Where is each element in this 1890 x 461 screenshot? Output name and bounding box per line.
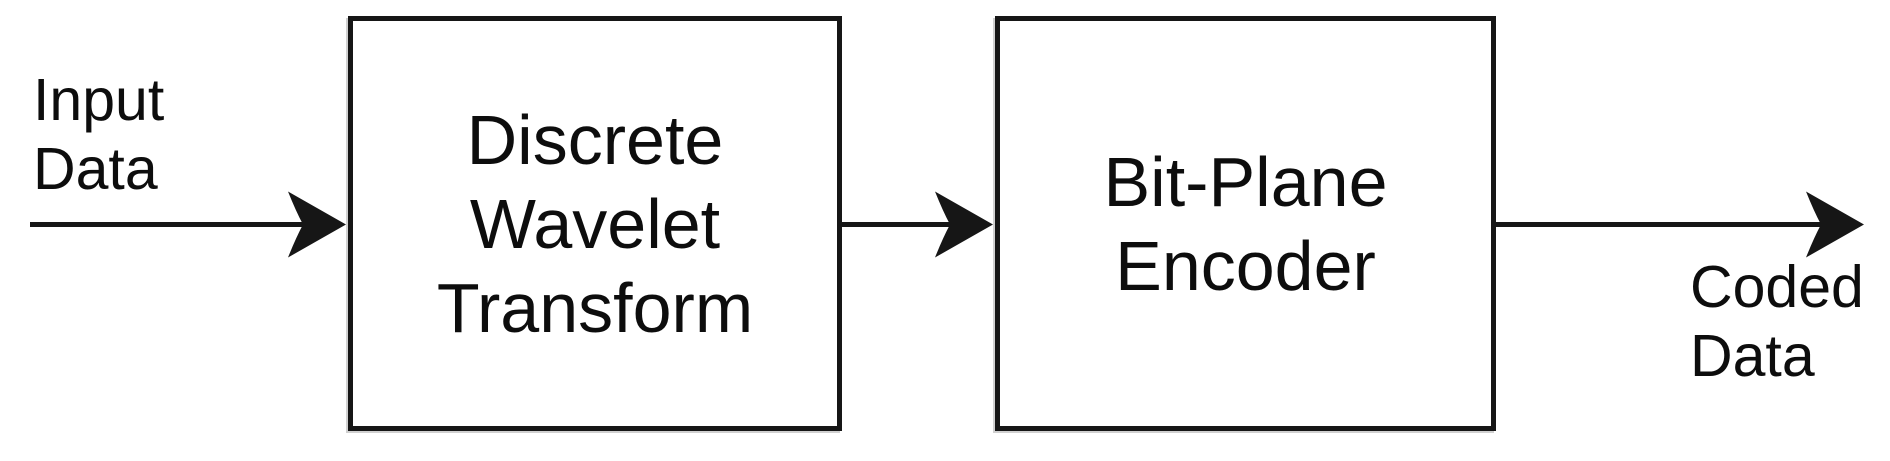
arrowhead-icon <box>1806 191 1864 258</box>
bpe-line2: Encoder <box>1115 226 1376 305</box>
arrowhead-icon <box>935 191 993 258</box>
dwt-line2: Wavelet <box>469 184 721 263</box>
arrow-input-to-dwt <box>30 191 346 258</box>
dwt-line3: Transform <box>436 268 754 347</box>
arrow-encoder-to-output <box>1496 191 1864 258</box>
arrowhead-icon <box>288 191 346 258</box>
coded-data-label: Coded Data <box>1690 253 1864 391</box>
input-data-label-line2: Data <box>33 136 158 202</box>
bpe-line1: Bit-Plane <box>1103 142 1388 221</box>
block-bit-plane-encoder: Bit-Plane Encoder <box>995 16 1496 431</box>
coded-data-label-line1: Coded <box>1690 254 1864 320</box>
input-data-label-line1: Input <box>33 67 165 133</box>
arrow-dwt-to-encoder <box>842 191 993 258</box>
coded-data-label-line2: Data <box>1690 323 1815 389</box>
block-discrete-wavelet-transform: Discrete Wavelet Transform <box>348 16 842 431</box>
dwt-line1: Discrete <box>466 100 724 179</box>
input-data-label: Input Data <box>33 66 164 204</box>
